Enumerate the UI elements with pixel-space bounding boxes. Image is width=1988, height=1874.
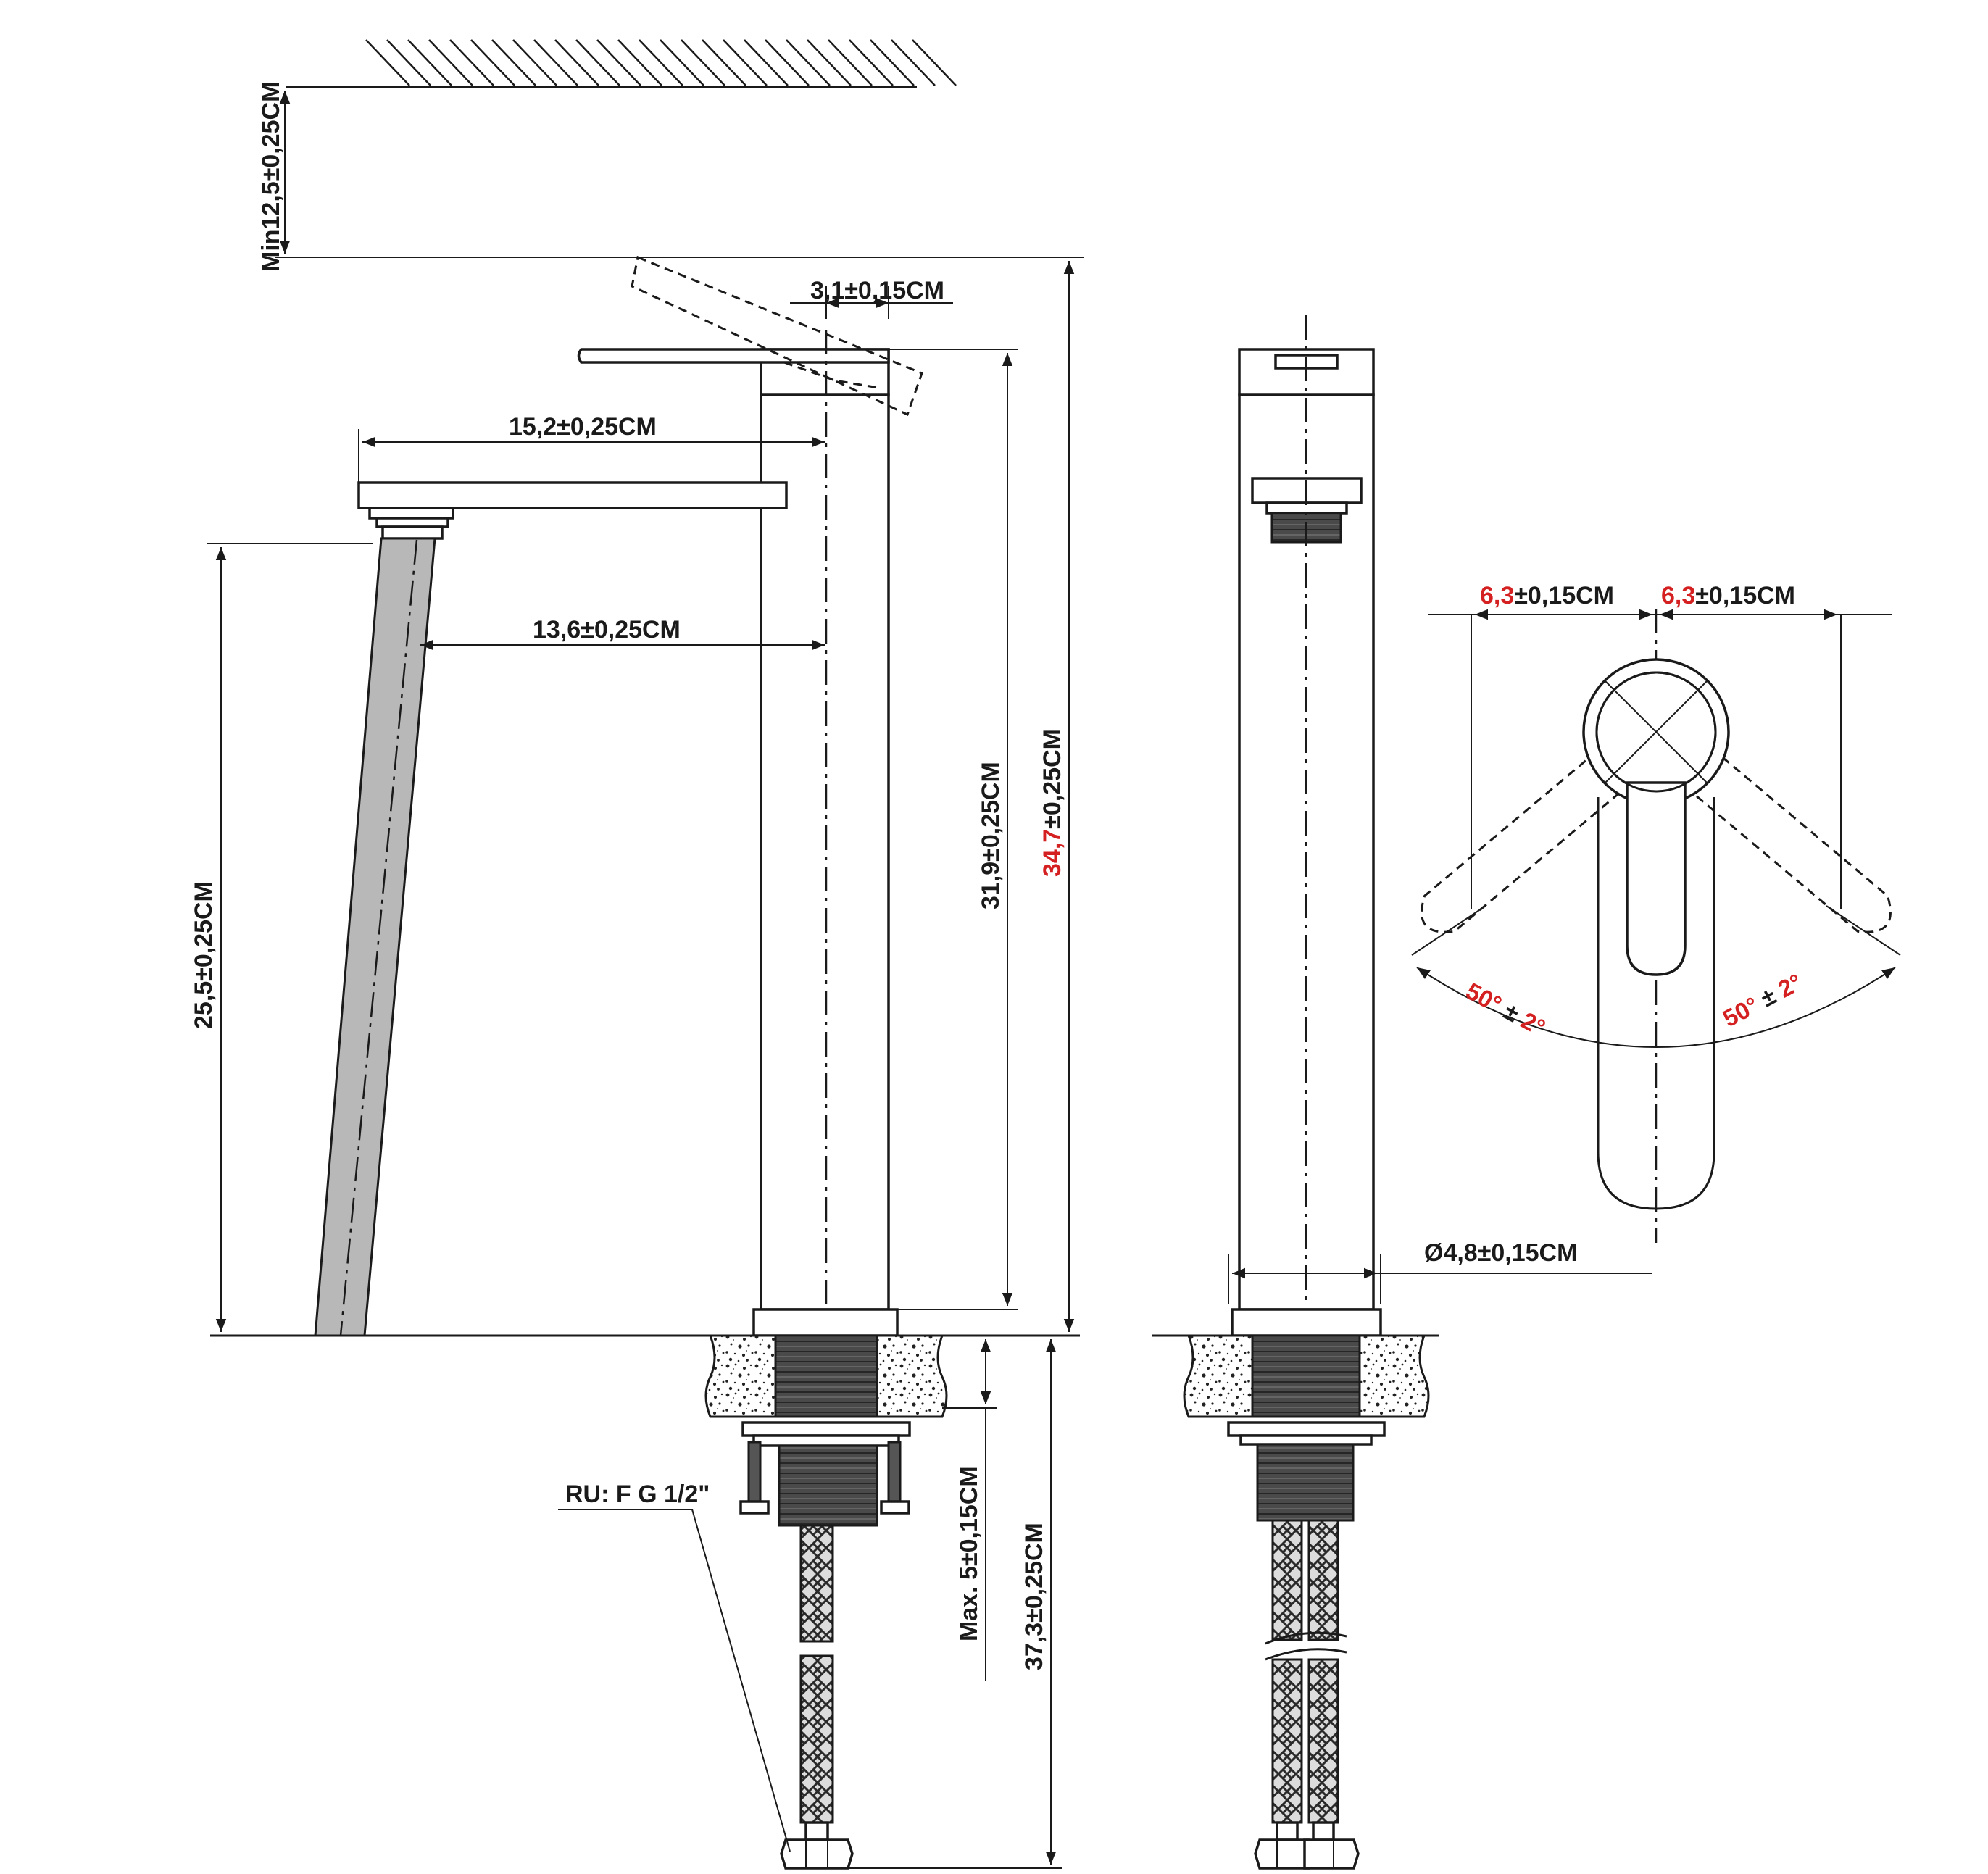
hatch-stroke [681,39,725,86]
label-handle-offset: 3,1±0,15CM [810,277,944,304]
handle-raised-dashed [631,255,923,417]
label-handle-right: 6,3±0,15CM [1661,582,1795,609]
threaded-shank [774,1334,878,1418]
hatch-stroke [870,39,915,86]
hatch-stroke [807,39,852,86]
label-diameter: Ø4,8±0,15CM [1424,1239,1577,1267]
hatch-stroke [449,39,494,86]
top-view-handle [1411,609,1901,1243]
supply-hose [780,1524,854,1870]
label-min-clearance: Min12,5±0,25CM [257,82,285,272]
hatch-stroke [617,39,662,86]
hatch-stroke [639,39,683,86]
base-flange [752,1308,899,1337]
hatch-stroke [512,39,557,86]
hatch-stroke [407,39,452,86]
hatch-stroke [786,39,831,86]
handle-lever [577,348,890,364]
label-angle-left: 50° ± 2° [1462,978,1550,1041]
label-spout-reach-inner: 13,6±0,25CM [533,616,681,644]
hatch-stroke [660,39,704,86]
hatch-stroke [470,39,515,86]
label-connection: RU: F G 1/2" [565,1481,710,1508]
label-hose-length: 37,3±0,25CM [1020,1523,1048,1670]
hatch-stroke [554,39,599,86]
label-total-height: 34,7±0,25CM [1039,729,1066,877]
water-stream [314,537,436,1337]
hatch-stroke [491,39,536,86]
label-max-deck: Max. 5±0,15CM [955,1466,983,1641]
hatch-stroke [828,39,873,86]
faucet-column [760,393,890,1311]
countertop-section [704,1334,948,1418]
hatch-stroke [891,39,936,86]
label-spout-height: 25,5±0,25CM [190,881,217,1029]
hatch-stroke [849,39,894,86]
hatch-stroke [702,39,746,86]
label-spout-reach: 15,2±0,25CM [509,413,657,441]
hatch-stroke [575,39,620,86]
label-body-height: 31,9±0,25CM [977,762,1005,909]
hatch-stroke [428,39,473,86]
dimension-lines-left [207,261,1075,1865]
mounting-assembly [739,1421,911,1527]
label-handle-left: 6,3±0,15CM [1480,582,1614,609]
hatch-stroke [533,39,578,86]
hatch-stroke [912,39,957,86]
label-angle-right: 50° ± 2° [1718,968,1806,1032]
hatch-stroke [723,39,768,86]
ceiling-hatch [286,39,957,88]
connection-leader [558,1509,791,1852]
hatch-stroke [365,39,410,86]
spout-arm [357,481,788,509]
hatch-stroke [765,39,810,86]
hatch-stroke [596,39,641,86]
hatch-stroke [744,39,789,86]
stream-center-line [339,539,418,1336]
front-view [1152,315,1652,1870]
aerator [368,507,454,540]
hatch-stroke [386,39,431,86]
